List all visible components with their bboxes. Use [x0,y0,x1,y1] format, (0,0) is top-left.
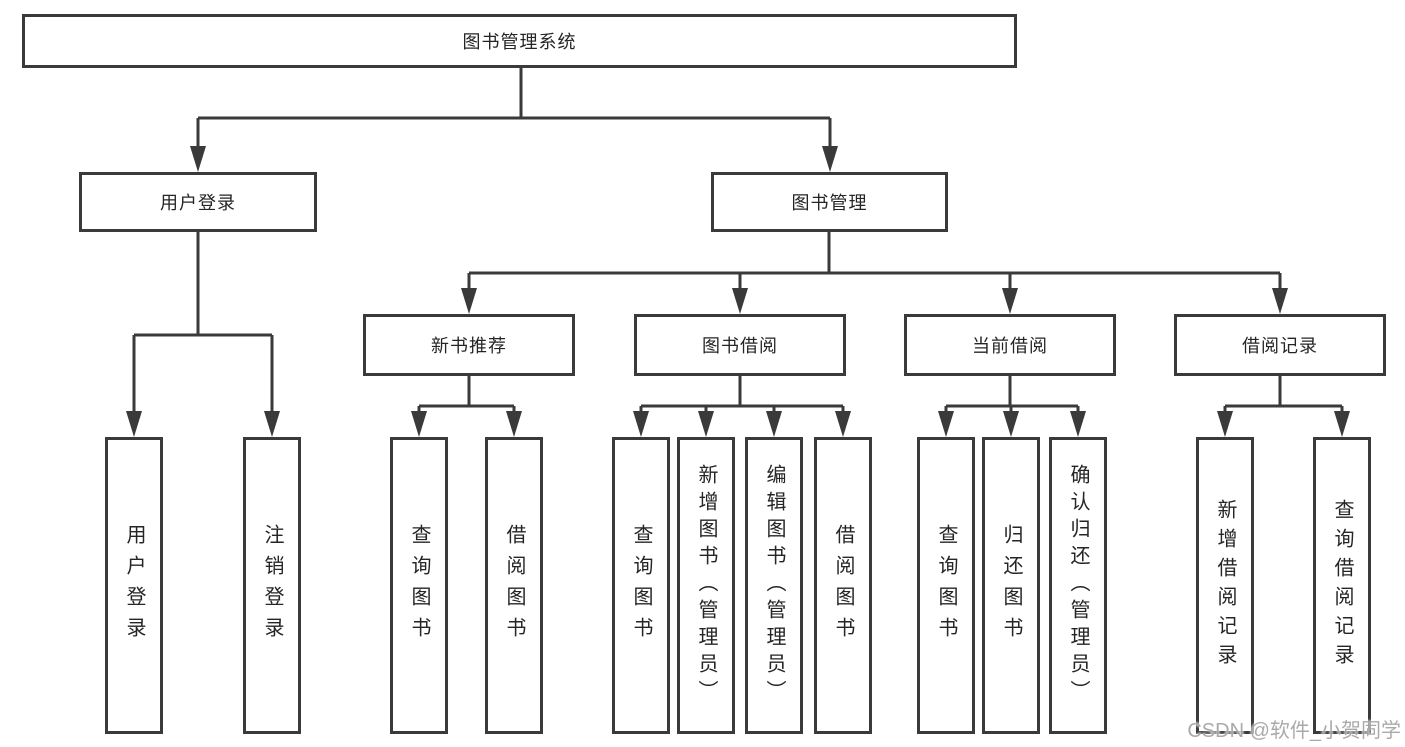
node-book-management: 图书管理 [711,172,948,232]
node-leaf-logout: 注销登录 [243,437,301,734]
arrowhead [633,411,649,437]
node-leaf-query-borrow-record: 查询借阅记录 [1313,437,1371,734]
arrowhead [835,411,851,437]
arrowhead [1334,411,1350,437]
node-borrow-records: 借阅记录 [1174,314,1386,376]
node-leaf-add-book-admin: 新增图书（管理员） [677,437,735,734]
edge-borrow-records-to-leaves [1223,376,1344,415]
edge-root-to-level2 [196,68,832,150]
arrowhead [1217,411,1233,437]
node-new-book-recommend: 新书推荐 [363,314,575,376]
edge-book-management-to-groups [467,232,1282,292]
edge-user-login-to-leaves [132,232,274,415]
edge-current-borrow-to-leaves [944,376,1080,415]
node-leaf-borrow-books-recommend: 借阅图书 [485,437,543,734]
arrowhead [1002,288,1018,314]
node-leaf-query-books-recommend: 查询图书 [390,437,448,734]
arrowhead [1003,411,1019,437]
arrowhead [461,288,477,314]
node-leaf-user-login: 用户登录 [105,437,163,734]
node-leaf-add-borrow-record: 新增借阅记录 [1196,437,1254,734]
arrowhead [732,288,748,314]
arrowhead [506,411,522,437]
node-leaf-return-book: 归还图书 [982,437,1040,734]
arrowhead [1272,288,1288,314]
arrowhead [1070,411,1086,437]
node-leaf-edit-book-admin: 编辑图书（管理员） [745,437,803,734]
watermark: CSDN @软件_小贺同学 [1187,720,1401,742]
arrowhead [822,146,838,172]
arrowhead [411,411,427,437]
arrowheads [126,146,1350,437]
arrowhead [766,411,782,437]
node-root: 图书管理系统 [22,14,1017,68]
edge-book-borrow-to-leaves [639,376,845,415]
arrowhead [264,411,280,437]
node-current-borrow: 当前借阅 [904,314,1116,376]
arrowhead [126,411,142,437]
node-leaf-confirm-return-admin: 确认归还（管理员） [1049,437,1107,734]
node-user-login: 用户登录 [79,172,317,232]
connector-paths [132,68,1344,415]
arrowhead [698,411,714,437]
node-leaf-borrow-books-borrow: 借阅图书 [814,437,872,734]
node-leaf-query-books-borrow: 查询图书 [612,437,670,734]
arrowhead [938,411,954,437]
node-leaf-query-books-current: 查询图书 [917,437,975,734]
arrowhead [190,146,206,172]
node-book-borrow: 图书借阅 [634,314,846,376]
edge-new-book-recommend-to-leaves [417,376,516,415]
